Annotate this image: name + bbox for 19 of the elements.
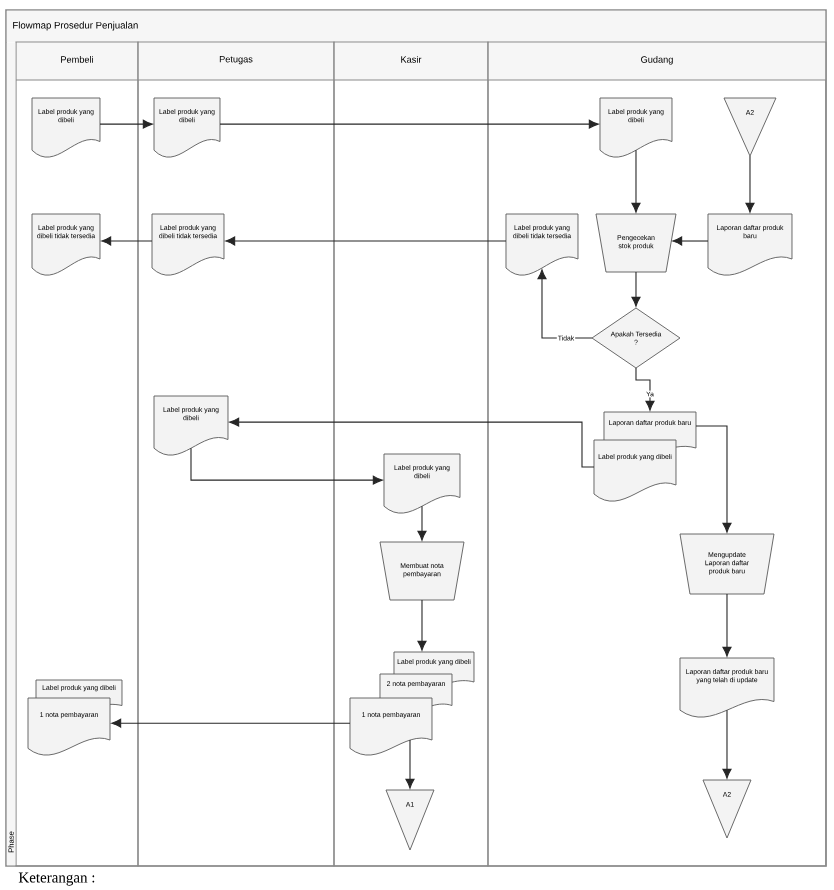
arrow [672,236,709,246]
arrow [225,236,507,246]
arrow [695,425,732,533]
arrow [405,739,415,789]
arrow [631,149,641,213]
arrow [417,599,427,651]
arrow [111,718,351,728]
arrow [537,269,593,339]
arrow [101,236,153,246]
arrow [722,709,732,779]
arrow [190,447,383,485]
arrow [99,119,153,129]
arrow [745,155,755,213]
arrow [219,119,599,129]
arrow [229,417,595,468]
arrow [631,271,641,307]
arrow [635,367,655,411]
arrow [722,593,732,657]
arrow [417,505,427,541]
